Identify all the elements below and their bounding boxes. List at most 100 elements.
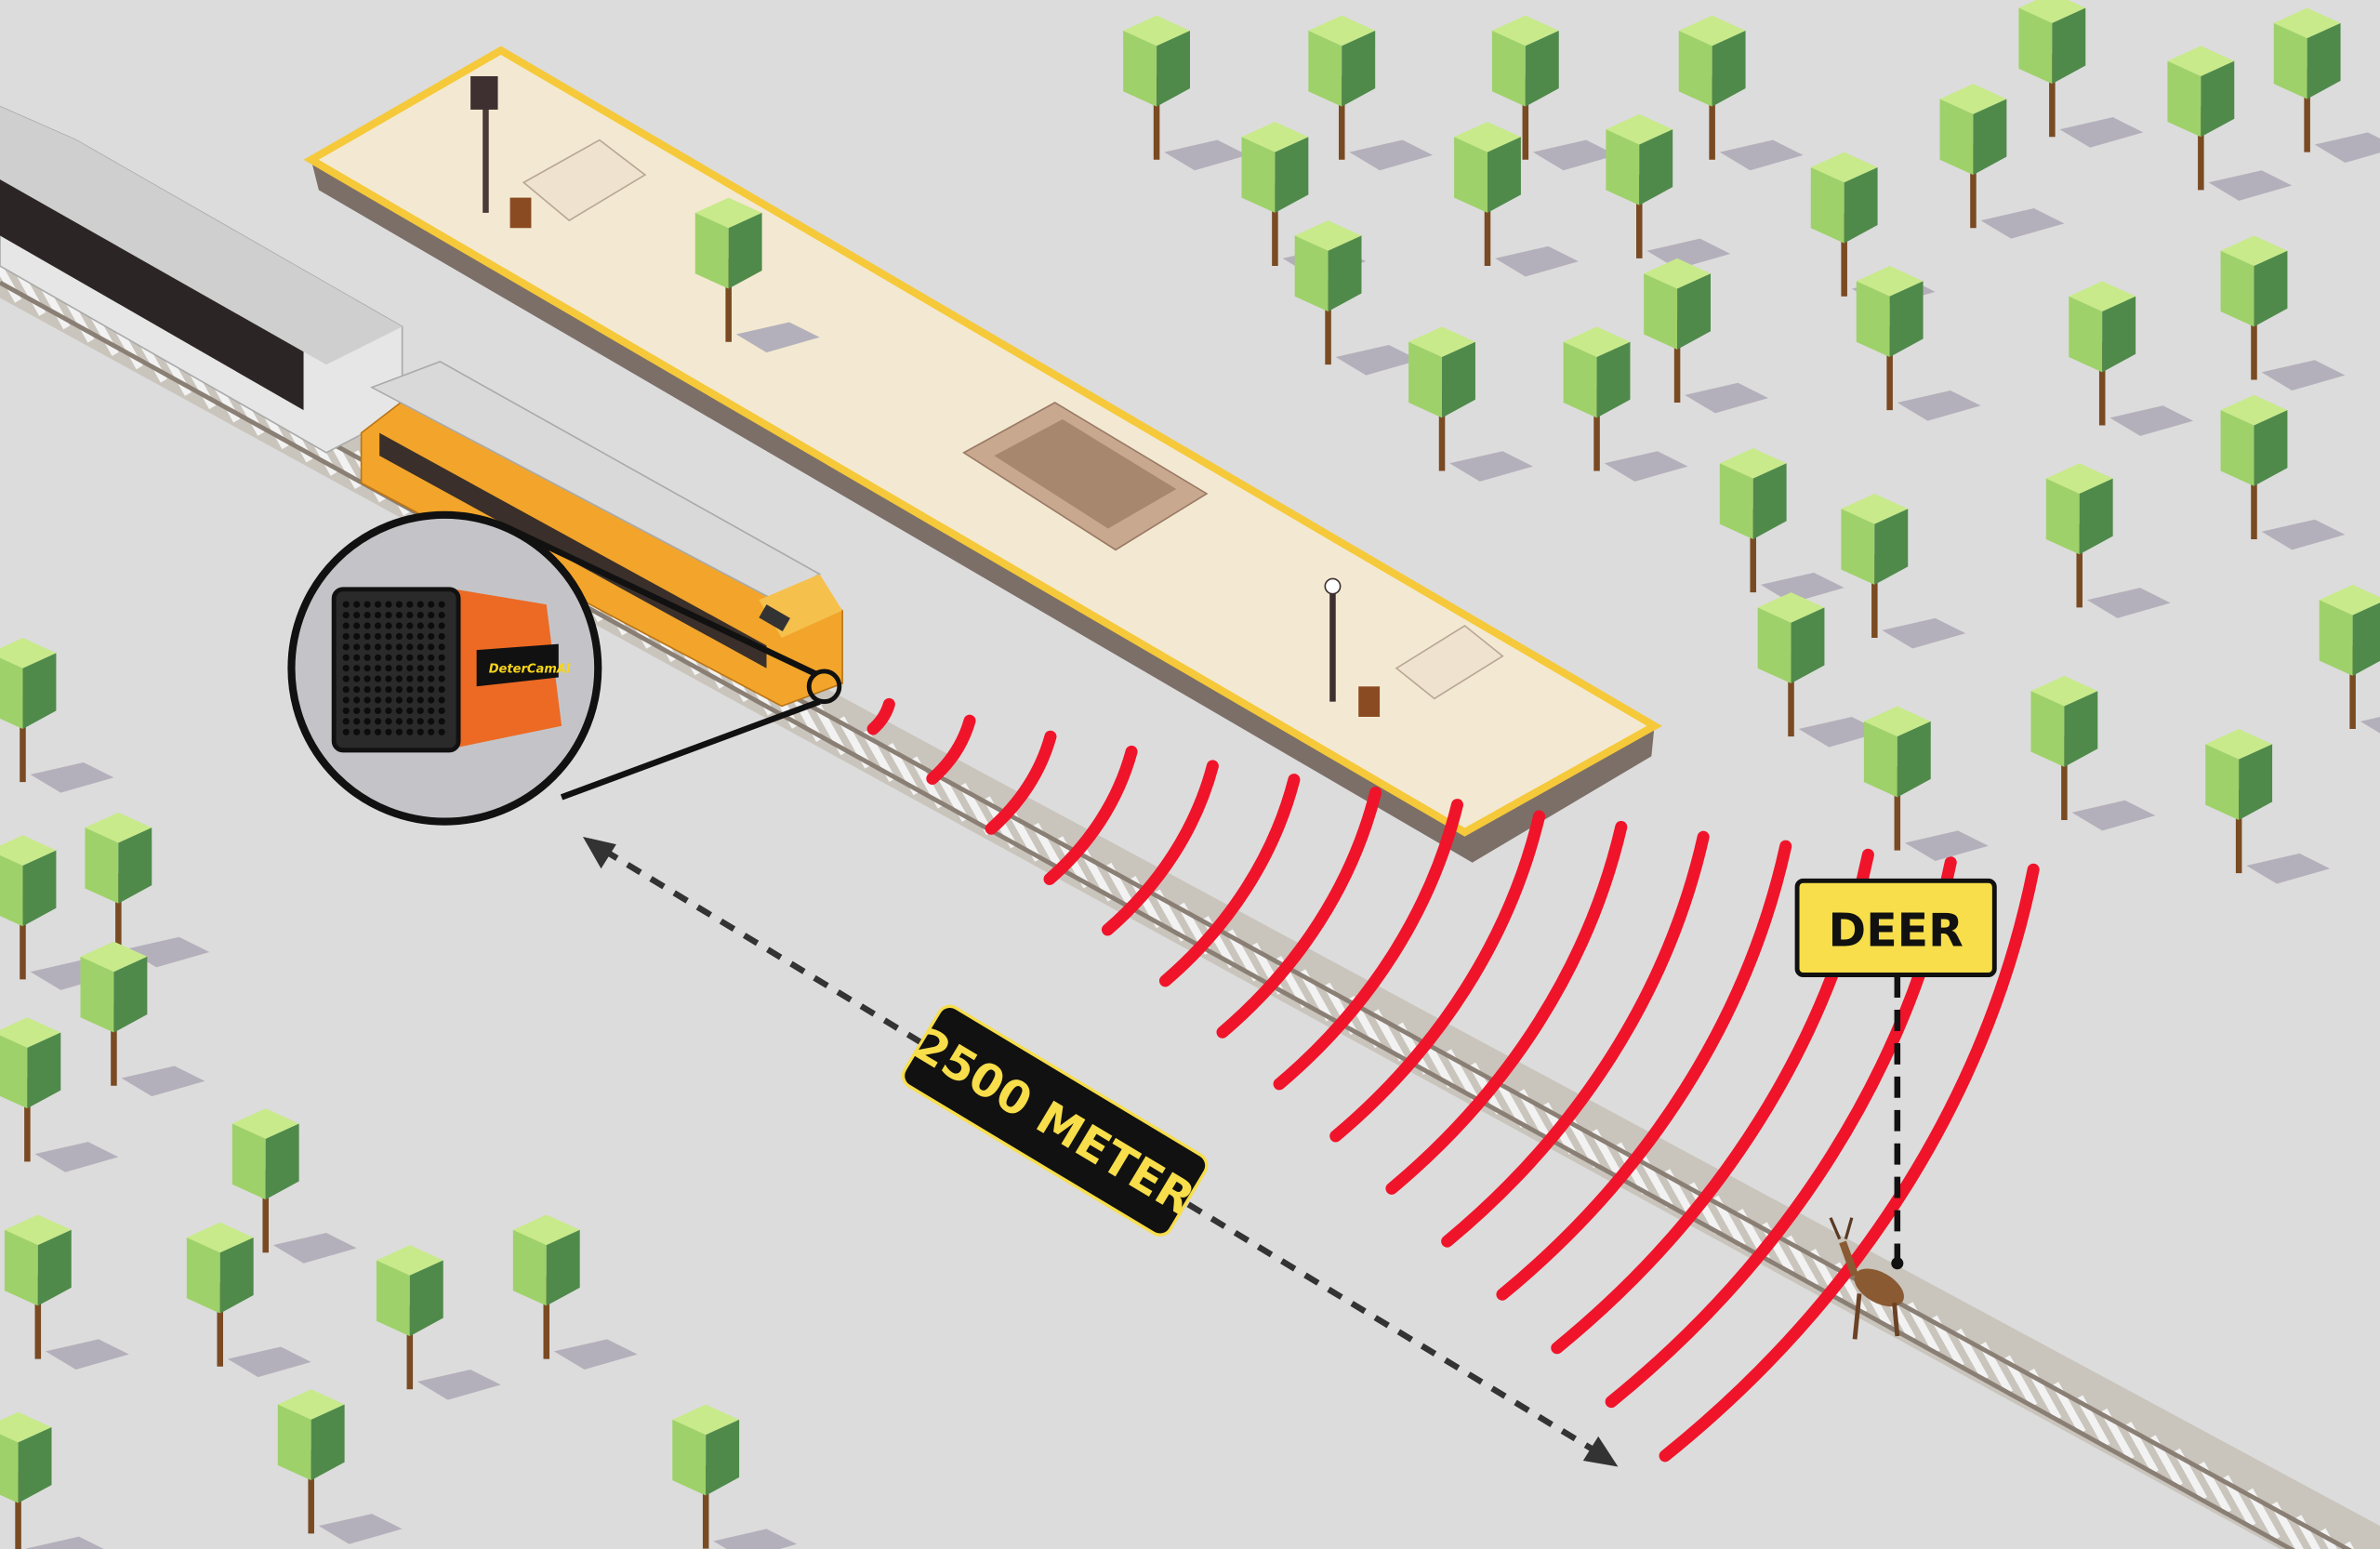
grille-hole bbox=[438, 685, 445, 694]
grille-hole bbox=[374, 654, 382, 661]
grille-hole bbox=[395, 707, 403, 715]
grille-hole bbox=[406, 728, 414, 735]
grille-hole bbox=[385, 675, 392, 682]
tree bbox=[1454, 121, 1579, 277]
grille-hole bbox=[416, 718, 424, 725]
grille-hole bbox=[406, 643, 414, 651]
grille-hole bbox=[353, 707, 361, 715]
lamp-post bbox=[1324, 577, 1342, 702]
grille-hole bbox=[395, 654, 403, 661]
device-brand-label: DeterCamAI bbox=[489, 663, 571, 677]
tree bbox=[231, 1108, 357, 1264]
signal-wave-arc bbox=[1043, 745, 1138, 885]
device-logo-plate bbox=[476, 643, 559, 687]
grille-hole bbox=[374, 696, 382, 704]
grille-hole bbox=[342, 696, 350, 704]
grille-hole bbox=[416, 622, 424, 629]
grille-hole bbox=[406, 622, 414, 629]
tree bbox=[672, 1404, 798, 1549]
grille-hole bbox=[406, 675, 414, 682]
grille-hole bbox=[428, 675, 435, 682]
signal-wave-arc bbox=[1385, 820, 1628, 1195]
grille-hole bbox=[406, 707, 414, 715]
grille-hole bbox=[406, 611, 414, 619]
tree bbox=[1563, 326, 1688, 482]
grille-hole bbox=[353, 718, 361, 725]
grille-hole bbox=[416, 696, 424, 704]
detercam-device: DeterCamAI bbox=[331, 587, 571, 753]
trash-bin bbox=[509, 197, 532, 229]
tree bbox=[1644, 258, 1769, 414]
tree bbox=[0, 1411, 104, 1549]
signal-wave-arc bbox=[1659, 863, 2040, 1463]
grille-hole bbox=[353, 622, 361, 629]
grille-hole bbox=[416, 632, 424, 641]
grille-hole bbox=[406, 632, 414, 641]
grille-hole bbox=[395, 718, 403, 725]
grille-hole bbox=[438, 632, 445, 641]
grille-hole bbox=[428, 654, 435, 661]
grille-hole bbox=[385, 643, 392, 651]
tree bbox=[2167, 46, 2293, 201]
grille-hole bbox=[353, 696, 361, 704]
grille-hole bbox=[395, 632, 403, 641]
grille-hole bbox=[428, 611, 435, 619]
signal-wave-arc bbox=[1329, 810, 1546, 1143]
arrowhead-start-icon bbox=[582, 836, 616, 869]
locomotive bbox=[360, 361, 843, 708]
tree bbox=[2220, 394, 2346, 550]
tree bbox=[1856, 266, 1981, 421]
grille-hole bbox=[428, 685, 435, 694]
grille-hole bbox=[395, 611, 403, 619]
grille-hole bbox=[374, 665, 382, 672]
tree bbox=[1719, 447, 1844, 603]
grille-hole bbox=[395, 601, 403, 608]
tree bbox=[1491, 15, 1617, 171]
tree bbox=[80, 941, 205, 1097]
signal-wave-arc bbox=[1216, 786, 1382, 1039]
grille-hole bbox=[353, 654, 361, 661]
signal-wave-arc bbox=[1273, 799, 1464, 1091]
grille-hole bbox=[428, 696, 435, 704]
tree bbox=[186, 1222, 311, 1378]
grille-hole bbox=[416, 675, 424, 682]
grille-hole bbox=[353, 632, 361, 641]
grille-hole bbox=[342, 707, 350, 715]
device-mount-highlight bbox=[806, 669, 842, 705]
tree bbox=[0, 1017, 119, 1172]
stairway bbox=[962, 402, 1209, 551]
grille-hole bbox=[406, 696, 414, 704]
grille-hole bbox=[395, 696, 403, 704]
grille-hole bbox=[364, 707, 371, 715]
signal-wave-arc bbox=[1101, 760, 1219, 936]
grille-hole bbox=[428, 601, 435, 608]
grille-hole bbox=[364, 665, 371, 672]
grille-hole bbox=[438, 643, 445, 651]
grille-hole bbox=[438, 622, 445, 629]
clock-post bbox=[470, 75, 498, 213]
grille-hole bbox=[342, 728, 350, 735]
tree bbox=[2069, 281, 2194, 436]
grille-hole bbox=[374, 718, 382, 725]
grille-hole bbox=[342, 718, 350, 725]
antlers bbox=[1829, 1217, 1854, 1240]
tree bbox=[512, 1214, 638, 1370]
deer-label: DEER bbox=[1829, 904, 1964, 957]
grille-hole bbox=[353, 601, 361, 608]
grille-hole bbox=[428, 707, 435, 715]
tree bbox=[694, 197, 820, 353]
grille-hole bbox=[353, 611, 361, 619]
grille-hole bbox=[395, 665, 403, 672]
grille-hole bbox=[353, 675, 361, 682]
grille-hole bbox=[406, 718, 414, 725]
grille-hole bbox=[342, 685, 350, 694]
trash-bin bbox=[1358, 686, 1381, 717]
signal-wave-arc bbox=[1496, 840, 1792, 1301]
grille-hole bbox=[416, 728, 424, 735]
grille-hole bbox=[438, 601, 445, 608]
grille-hole bbox=[416, 685, 424, 694]
tree bbox=[85, 812, 210, 968]
grille-hole bbox=[395, 685, 403, 694]
grille-hole bbox=[342, 601, 350, 608]
grille-hole bbox=[416, 643, 424, 651]
